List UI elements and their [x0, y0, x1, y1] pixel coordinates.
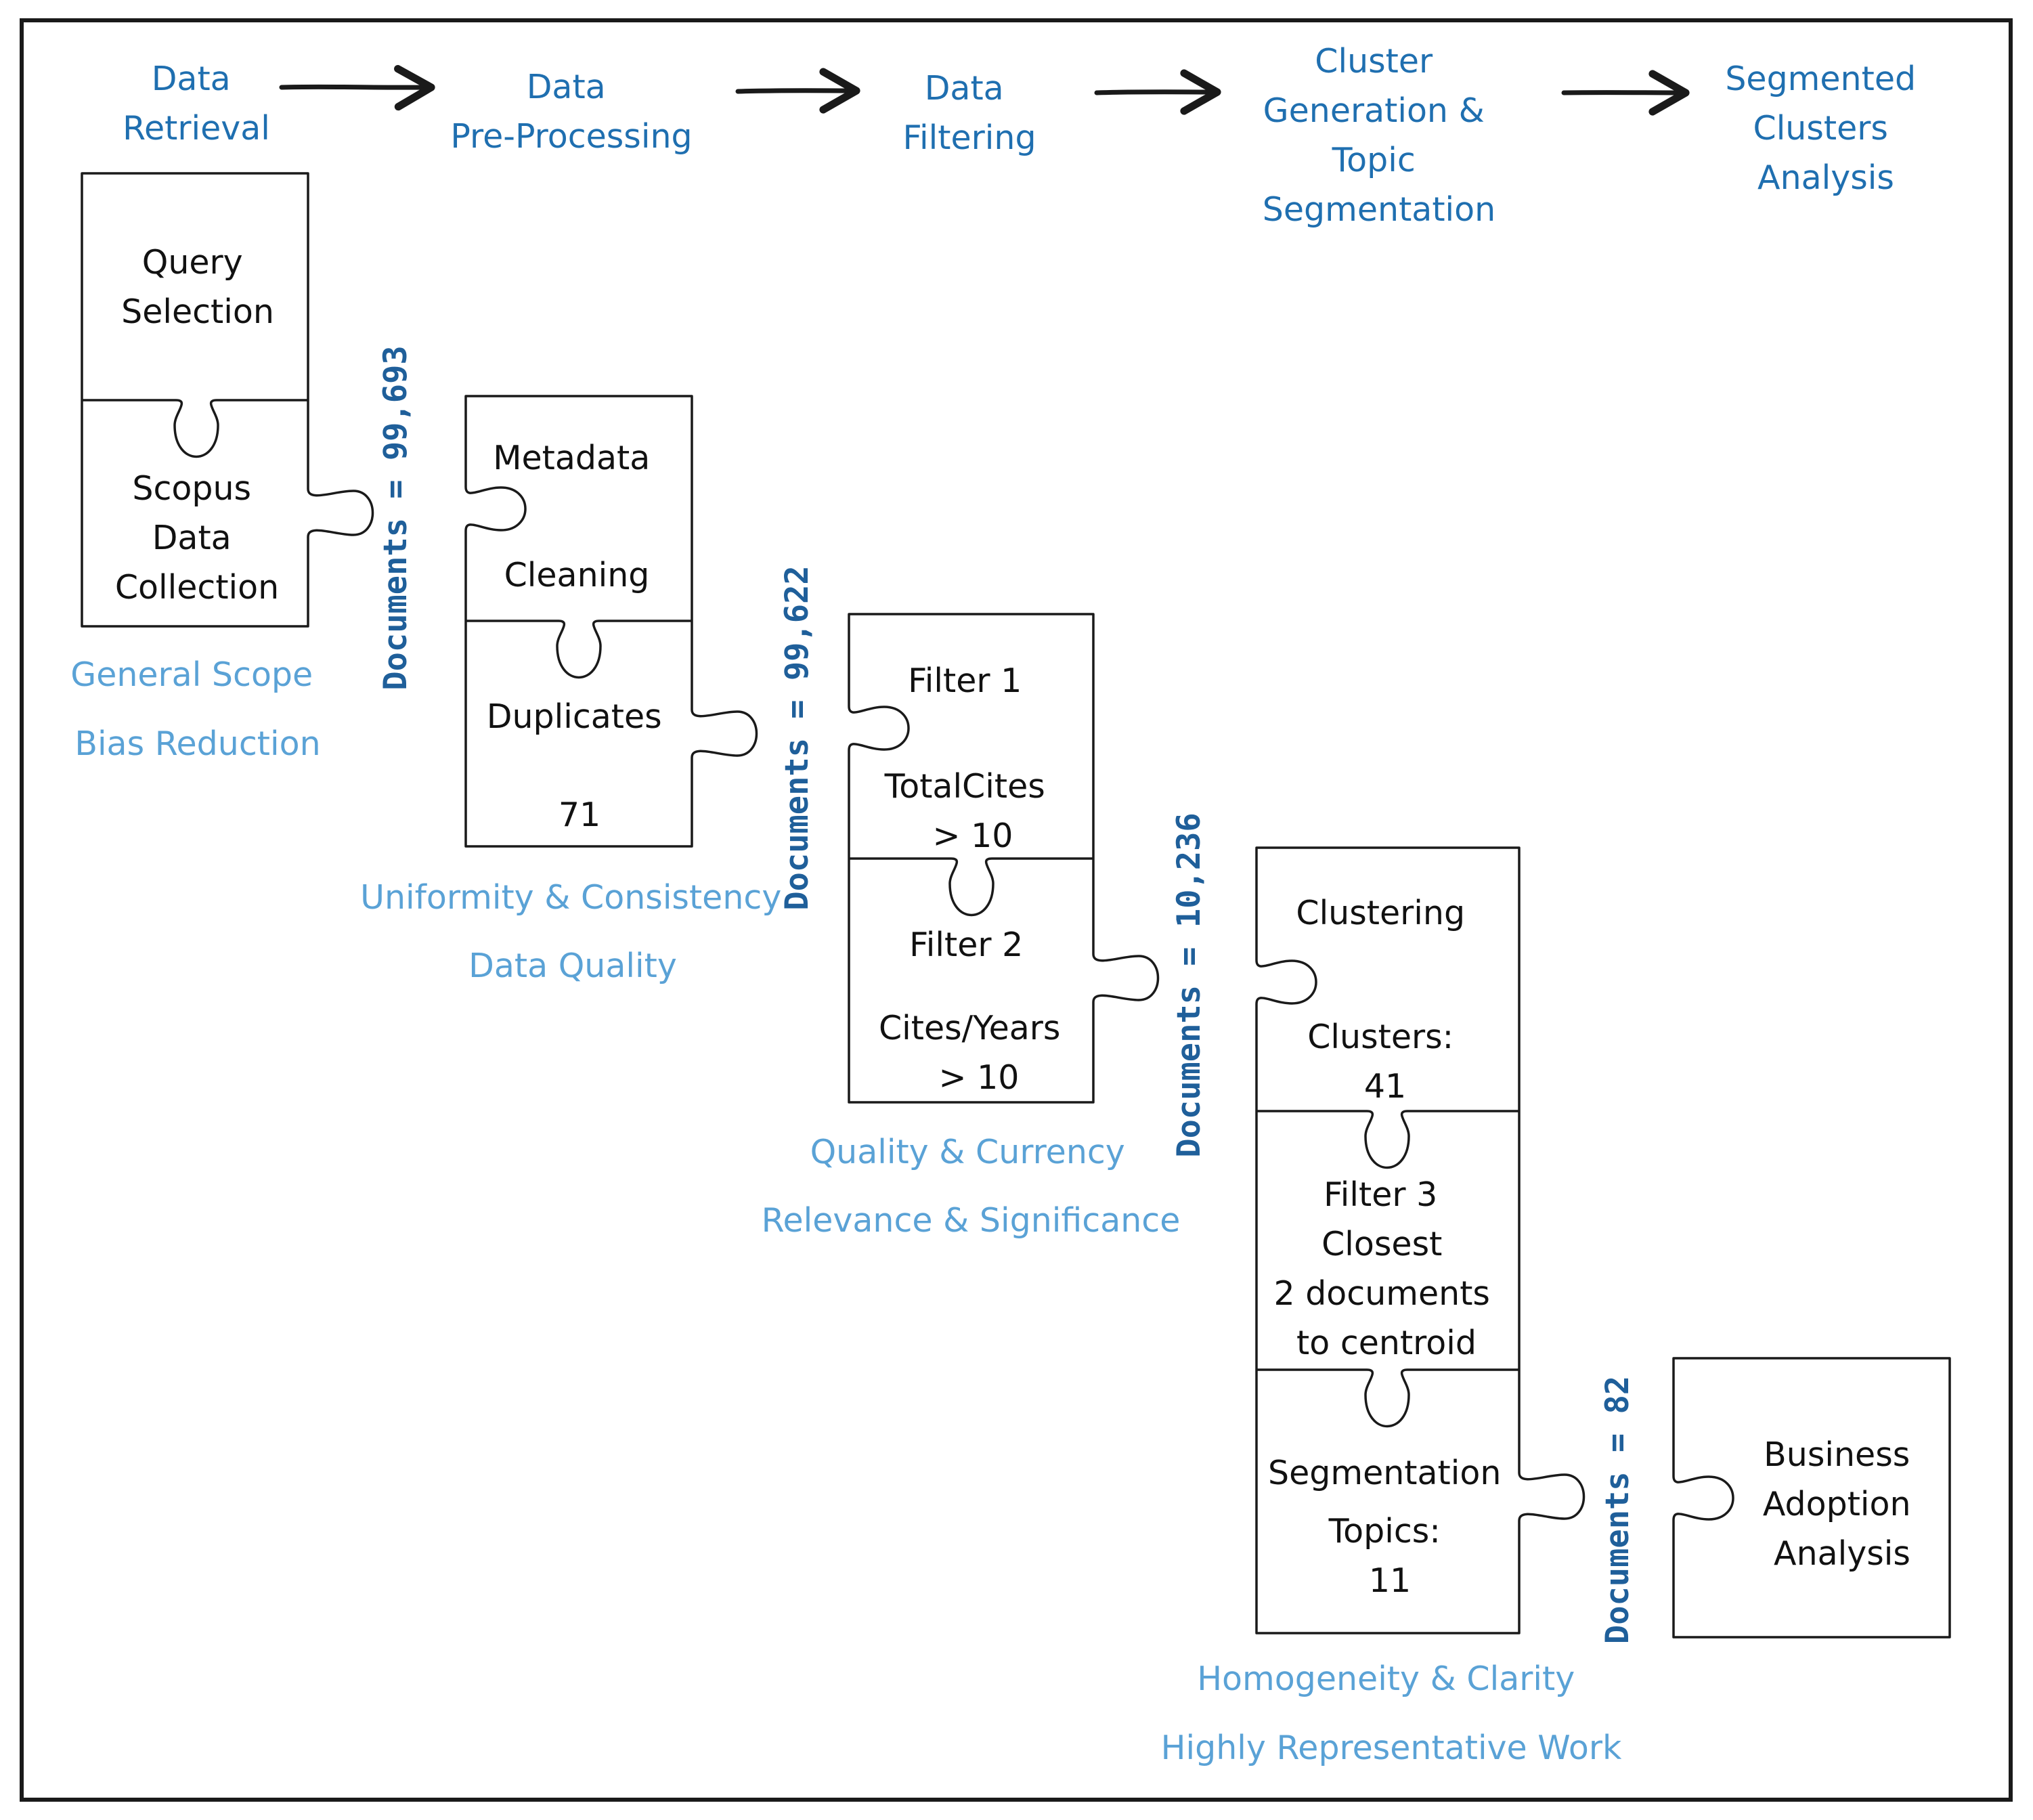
stage-data-filtering: Data Filtering	[902, 69, 1036, 157]
puzzle-divider	[466, 620, 692, 679]
stage-data-pre-processing: Data Pre-Processing	[450, 68, 692, 156]
puzzle-segmented-clusters: Business Adoption Analysis	[1672, 1357, 1951, 1639]
documents-count-3: Documents = 10,236	[1171, 812, 1208, 1157]
quality-homogeneity: Homogeneity & Clarity Highly Representat…	[1161, 1660, 1622, 1767]
puzzle-divider	[82, 399, 308, 458]
piece-filter-3: Filter 3 Closest 2 documents to centroid	[1273, 1175, 1500, 1362]
piece-metadata-cleaning: Metadata Cleaning	[493, 439, 661, 594]
documents-count-2: Documents = 99,622	[779, 565, 816, 910]
stage-data-retrieval: Data Retrieval	[123, 60, 270, 148]
piece-clustering: Clustering Clusters: 41	[1296, 894, 1475, 1106]
piece-business-adoption-analysis: Business Adoption Analysis	[1763, 1435, 1921, 1573]
piece-query-selection: Query Selection	[121, 243, 274, 331]
puzzle-data-pre-processing: Metadata Cleaning Duplicates 71 Uniformi…	[360, 395, 792, 985]
puzzle-divider	[849, 857, 1093, 917]
puzzle-piece-outline	[1672, 1357, 1951, 1639]
documents-count-4: Documents = 82	[1599, 1376, 1636, 1644]
stage-header: Data Retrieval Data Pre-Processing Data …	[123, 42, 1926, 229]
piece-filter-1: Filter 1 TotalCites > 10	[884, 662, 1056, 855]
frame-border	[20, 18, 2013, 1802]
piece-scopus-data-collection: Scopus Data Collection	[115, 469, 279, 607]
puzzle-cluster-generation: Clustering Clusters: 41 Filter 3 Closest…	[1161, 846, 1622, 1767]
puzzle-piece-outline	[1255, 846, 1586, 1634]
arrow-icon	[1094, 69, 1221, 115]
puzzle-data-retrieval: Query Selection Scopus Data Collection G…	[70, 172, 374, 763]
piece-filter-2: Filter 2 Cites/Years > 10	[879, 926, 1071, 1097]
quality-currency: Quality & Currency Relevance & Significa…	[762, 1133, 1181, 1240]
quality-general-scope: General Scope Bias Reduction	[70, 655, 324, 763]
piece-duplicates: Duplicates 71	[487, 697, 673, 834]
puzzle-data-filtering: Filter 1 TotalCites > 10 Filter 2 Cites/…	[762, 613, 1181, 1240]
piece-segmentation: Segmentation Topics: 11	[1268, 1454, 1512, 1600]
documents-count-1: Documents = 99,693	[377, 345, 414, 690]
quality-uniformity: Uniformity & Consistency Data Quality	[360, 878, 792, 985]
puzzle-divider	[1256, 1368, 1519, 1428]
stage-cluster-generation: Cluster Generation & Topic Segmentation	[1263, 42, 1495, 229]
puzzle-divider	[1256, 1110, 1519, 1169]
stage-segmented-clusters-analysis: Segmented Clusters Analysis	[1725, 60, 1926, 197]
